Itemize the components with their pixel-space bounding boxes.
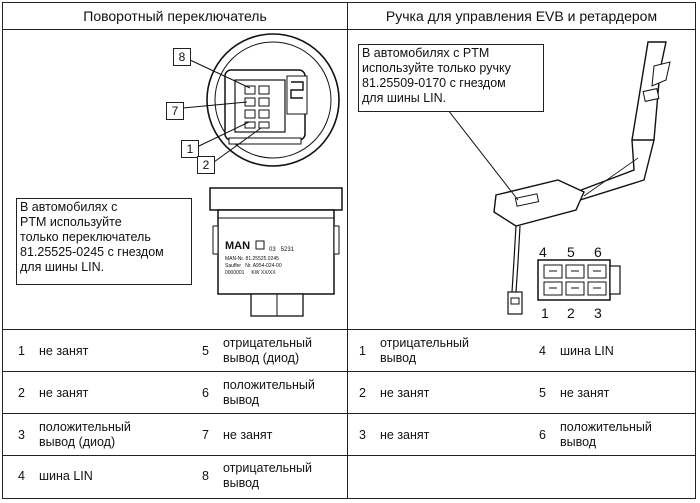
- pin-description: не занят: [223, 428, 273, 442]
- pin-label-5: 5: [567, 244, 575, 260]
- pin-description: положительный вывод: [560, 420, 652, 450]
- pin-description-line: вывод: [380, 351, 417, 365]
- pin-number: 2: [18, 386, 25, 400]
- pin-number: 6: [539, 428, 546, 442]
- pin-number: 2: [359, 386, 366, 400]
- header-divider: [3, 29, 695, 30]
- pin-description: положительный вывод (диод): [39, 420, 131, 450]
- switch-marking-code: 03 5231: [269, 247, 295, 253]
- pin-label-2: 2: [567, 305, 575, 321]
- callout-7: 7: [166, 102, 184, 120]
- column-divider: [347, 3, 348, 498]
- pin-description: отрицательный вывод: [380, 336, 469, 366]
- pin-description: шина LIN: [39, 469, 93, 483]
- lever-drawing: [447, 41, 671, 315]
- rotary-switch-figure: 8 7 1 2 MAN 03 5231 MAN-Nr. 81.25525.024…: [3, 30, 347, 328]
- pin-number: 5: [202, 344, 209, 358]
- pin-number: 5: [539, 386, 546, 400]
- right-header: Ручка для управления EVB и ретардером: [385, 8, 658, 24]
- pin-number: 4: [539, 344, 546, 358]
- figure-divider: [3, 329, 695, 330]
- pin-description-line: вывод (диод): [39, 435, 116, 449]
- pin-label-6: 6: [594, 244, 602, 260]
- switch-marking-line1: MAN-Nr. 81.25525.0245: [225, 256, 279, 262]
- left-note-line: только переключатель: [20, 230, 151, 244]
- switch-marking-line2: Sauffer Nr. A954-024-00: [225, 263, 282, 269]
- pin-description-line: вывод: [223, 476, 260, 490]
- pin-label-3: 3: [594, 305, 602, 321]
- pin-number: 7: [202, 428, 209, 442]
- right-note-line: используйте только ручку: [362, 61, 511, 75]
- pin-label-4: 4: [539, 244, 547, 260]
- pin-description: не занят: [380, 428, 430, 442]
- left-note-line: 81.25525-0245 с гнездом: [20, 245, 164, 259]
- right-note-line: 81.25509-0170 с гнездом: [362, 76, 506, 90]
- pin-number: 1: [18, 344, 25, 358]
- pin-description-line: отрицательный: [380, 336, 469, 350]
- pin-number: 6: [202, 386, 209, 400]
- right-note-line: для шины LIN.: [362, 91, 447, 105]
- left-header: Поворотный переключатель: [83, 8, 267, 24]
- row-divider: [3, 371, 695, 372]
- pin-description: не занят: [380, 386, 430, 400]
- right-note: В автомобилях с PTM используйте только р…: [358, 44, 544, 112]
- pin-description: не занят: [39, 386, 89, 400]
- rotary-switch-drawing: [182, 33, 343, 317]
- lever-figure: В автомобилях с PTM используйте только р…: [348, 30, 695, 328]
- row-divider: [3, 413, 695, 414]
- row-divider: [3, 455, 695, 456]
- pin-description-line: вывод (диод): [223, 351, 300, 365]
- pin-description-line: положительный: [560, 420, 652, 434]
- pin-label-1: 1: [541, 305, 549, 321]
- switch-marking-brand: MAN: [225, 240, 251, 252]
- left-note-line: В автомобилях с: [20, 200, 118, 214]
- pin-description-line: положительный: [223, 378, 315, 392]
- right-note-line: В автомобилях с PTM: [362, 46, 490, 60]
- pin-description-line: вывод: [560, 435, 597, 449]
- callout-2: 2: [197, 156, 215, 174]
- pin-number: 8: [202, 469, 209, 483]
- pin-description: не занят: [39, 344, 89, 358]
- pin-number: 3: [359, 428, 366, 442]
- pin-description: шина LIN: [560, 344, 614, 358]
- pin-description: не занят: [560, 386, 610, 400]
- left-note-line: PTM используйте: [20, 215, 122, 229]
- switch-marking-line3: 0000001 KW XX/XX: [225, 270, 276, 276]
- left-note: В автомобилях с PTM используйте только п…: [16, 198, 192, 285]
- pin-description-line: вывод: [223, 393, 260, 407]
- document-sheet: Поворотный переключатель Ручка для управ…: [2, 2, 696, 499]
- callout-1: 1: [181, 140, 199, 158]
- pin-description-line: отрицательный: [223, 461, 312, 475]
- pin-description: отрицательный вывод: [223, 461, 312, 491]
- left-note-line: для шины LIN.: [20, 260, 105, 274]
- pin-description: положительный вывод: [223, 378, 315, 408]
- callout-8: 8: [173, 48, 191, 66]
- pin-number: 4: [18, 469, 25, 483]
- pin-number: 3: [18, 428, 25, 442]
- pin-description-line: положительный: [39, 420, 131, 434]
- pin-number: 1: [359, 344, 366, 358]
- pin-description-line: отрицательный: [223, 336, 312, 350]
- pin-description: отрицательный вывод (диод): [223, 336, 312, 366]
